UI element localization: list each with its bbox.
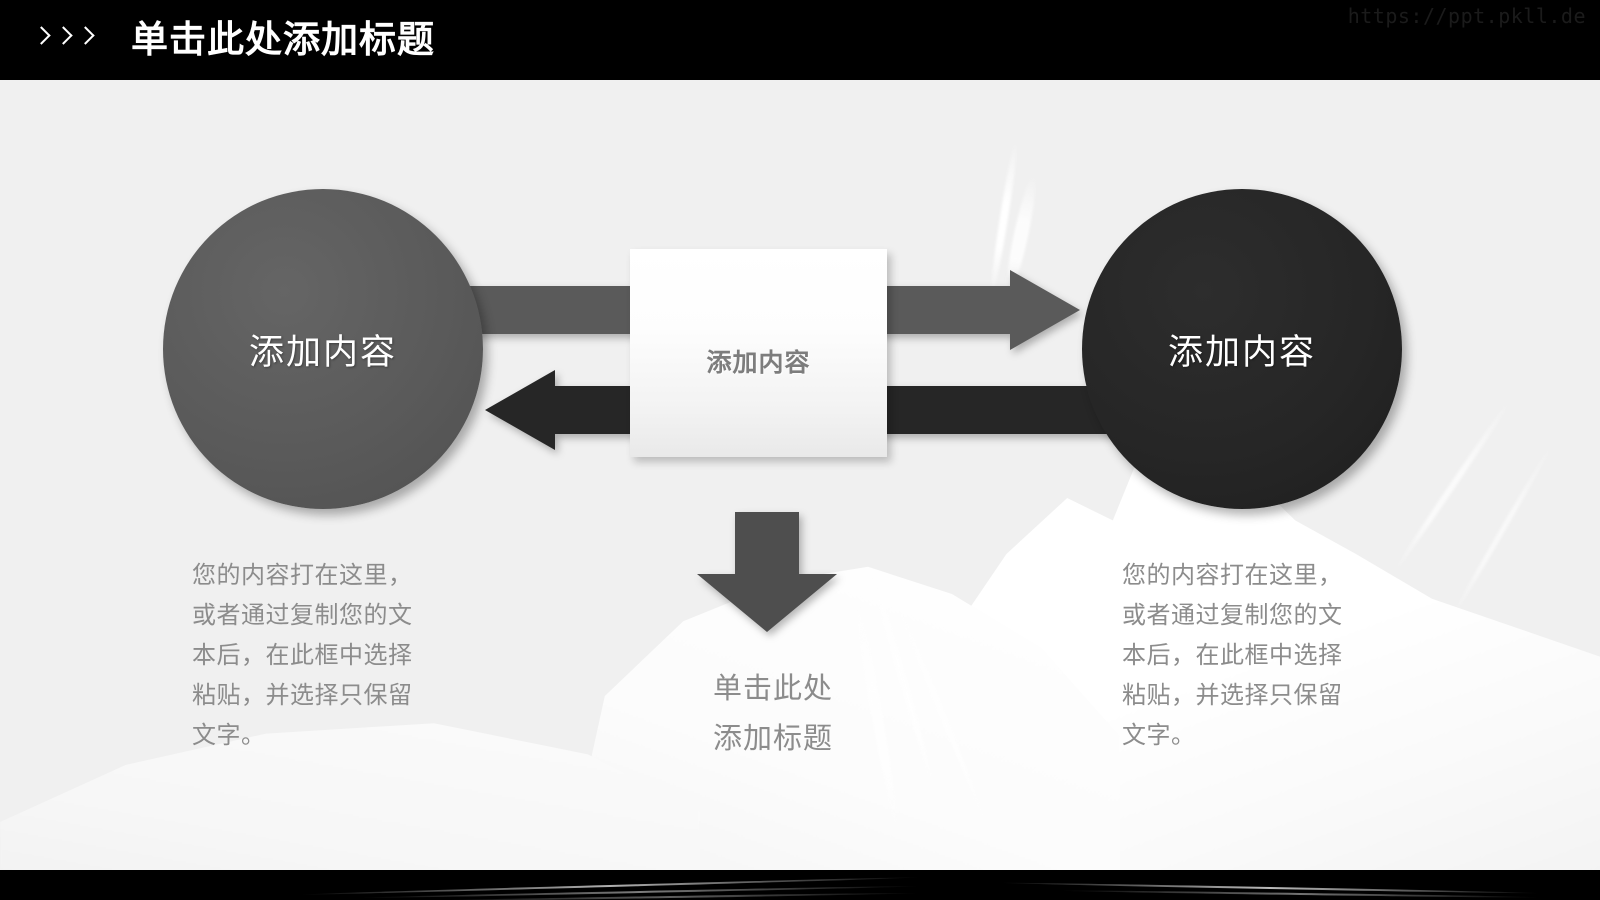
node-center-box[interactable]: 添加内容 (630, 249, 887, 457)
node-left-label: 添加内容 (248, 332, 397, 372)
page-highlight-streak (867, 563, 939, 797)
caption-center: 单击此处 添加标题 (693, 664, 853, 764)
chevron-group (34, 26, 91, 46)
chevron-right-icon (78, 26, 91, 46)
chevron-right-icon (34, 26, 47, 46)
node-right-circle[interactable]: 添加内容 (1082, 189, 1402, 509)
arrow-center-down (697, 512, 837, 632)
description-left: 您的内容打在这里，或者通过复制您的文本后，在此框中选择粘贴，并选择只保留文字。 (192, 562, 413, 749)
watermark-url: https://ppt.pkll.de (1347, 4, 1586, 28)
page-highlight-streak (852, 600, 902, 830)
caption-line-1: 单击此处 (712, 673, 833, 705)
page-highlight-streak (1450, 442, 1555, 618)
footer-black-band (0, 870, 1600, 900)
node-right-label: 添加内容 (1167, 332, 1316, 372)
description-right: 您的内容打在这里，或者通过复制您的文本后，在此框中选择粘贴，并选择只保留文字。 (1122, 562, 1343, 749)
slide-header-bar: 单击此处添加标题 https://ppt.pkll.de (0, 0, 1600, 80)
page-highlight-streak (893, 598, 992, 832)
page-highlight-streak (1391, 396, 1515, 574)
node-left-circle[interactable]: 添加内容 (163, 189, 483, 509)
page-title: 单击此处添加标题 (131, 19, 435, 60)
chevron-right-icon (56, 26, 69, 46)
node-center-label: 添加内容 (706, 349, 811, 377)
caption-line-2: 添加标题 (712, 723, 833, 755)
